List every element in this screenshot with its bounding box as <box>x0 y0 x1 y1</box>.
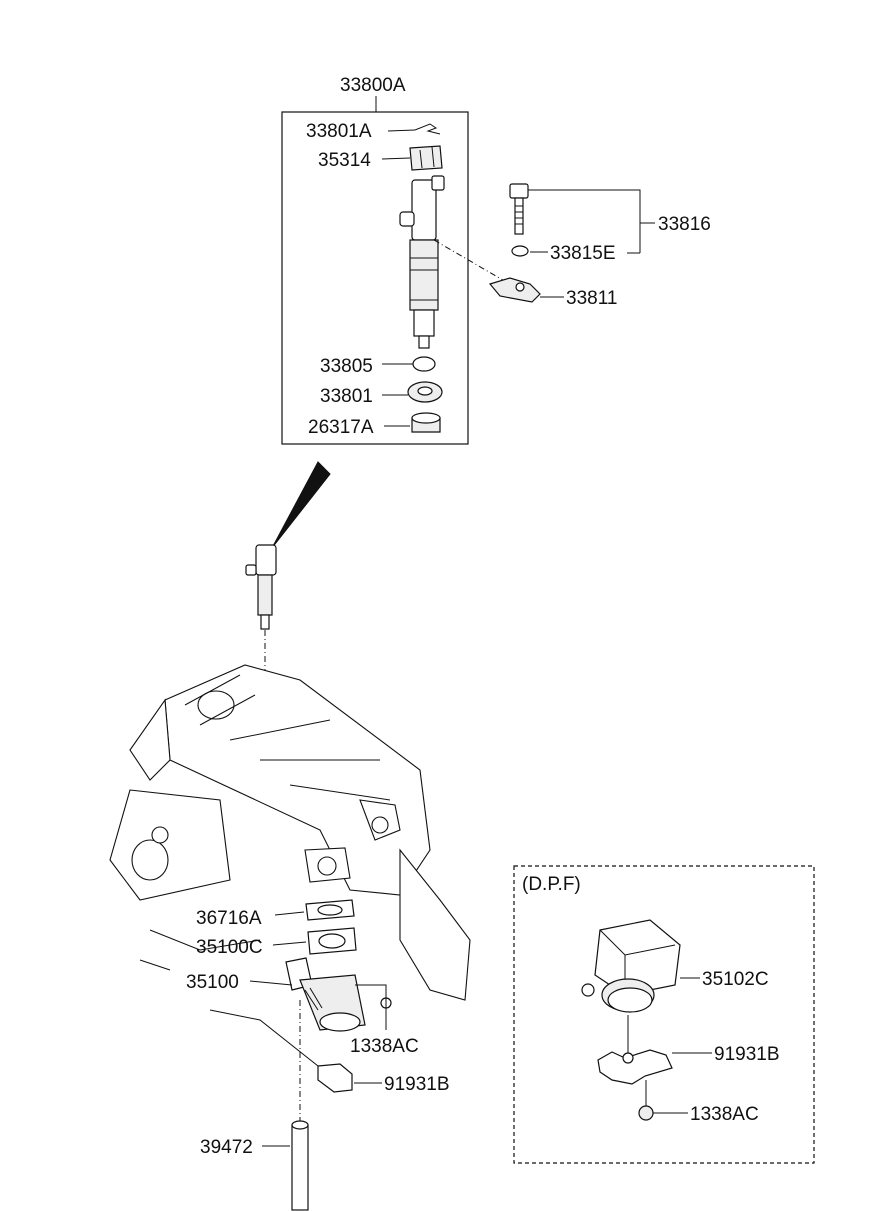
clamp-hole <box>515 282 525 292</box>
label-91931B-dpf: 91931B <box>714 1044 780 1065</box>
leader-35100C <box>272 941 307 946</box>
label-35102C: 35102C <box>702 969 769 990</box>
bolt-part <box>509 183 529 235</box>
label-91931B-main: 91931B <box>384 1074 450 1095</box>
label-35314: 35314 <box>318 150 371 171</box>
label-35100C: 35100C <box>196 937 263 958</box>
dpf-box <box>513 865 815 1164</box>
dpf-label: (D.P.F) <box>522 874 581 895</box>
label-33805: 33805 <box>320 356 373 377</box>
hose-top <box>291 1120 309 1130</box>
label-35100: 35100 <box>186 972 239 993</box>
label-33811: 33811 <box>566 288 617 309</box>
washer-hole <box>417 386 433 396</box>
throttle-body-part-35100 <box>285 957 366 1032</box>
bracket-part-91931B-dpf <box>597 1049 673 1085</box>
nut-part-1338AC-dpf <box>638 1105 654 1121</box>
gasket-hole <box>317 904 343 916</box>
leader-33801A <box>387 129 416 132</box>
bracket-part-91931B-main <box>317 1063 353 1093</box>
injector-part <box>399 175 445 349</box>
hose-part-39472 <box>291 1124 309 1211</box>
sleeve-detail <box>419 146 435 169</box>
clamp-part-33811 <box>488 277 541 303</box>
bracket-hole <box>622 1052 634 1064</box>
label-39472: 39472 <box>200 1137 253 1158</box>
seal-top <box>411 412 441 424</box>
label-33815E: 33815E <box>550 243 616 264</box>
label-33801: 33801 <box>320 386 373 407</box>
label-36716A: 36716A <box>196 908 262 929</box>
clip-part-33801A <box>414 123 441 135</box>
bracket-rod <box>209 1009 319 1067</box>
leader-35314 <box>381 157 411 160</box>
label-33800A: 33800A <box>340 75 406 96</box>
label-1338AC-dpf: 1338AC <box>690 1104 759 1125</box>
gasket-hole <box>318 933 346 949</box>
leader-1338AC-main <box>355 984 387 1030</box>
bracket-33816 <box>528 189 641 253</box>
injector-assembly-box <box>281 111 469 445</box>
engine-block <box>109 664 471 1001</box>
actuator-part-35102C <box>581 919 681 1013</box>
label-33801A: 33801A <box>306 121 372 142</box>
label-26317A: 26317A <box>308 417 374 438</box>
washer-part-33815E <box>511 245 529 257</box>
leader-35100 <box>249 980 293 986</box>
label-1338AC-main: 1338AC <box>350 1036 419 1057</box>
sleeve-part-35314 <box>409 145 443 171</box>
leader-36716A <box>274 911 305 916</box>
pointer-arrow <box>271 461 331 549</box>
installed-injector <box>245 544 277 630</box>
oring-part-33805 <box>412 356 436 372</box>
label-33816: 33816 <box>658 214 711 235</box>
